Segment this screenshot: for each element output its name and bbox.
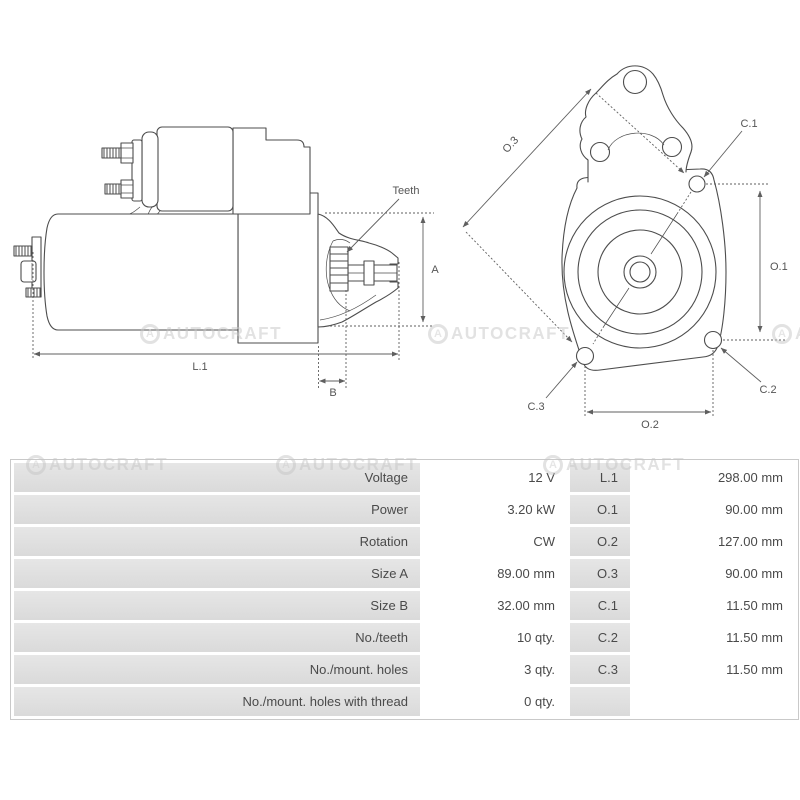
spec-table-container: Voltage 12 V L.1 298.00 mm Power 3.20 kW… xyxy=(10,459,799,720)
table-row: Voltage 12 V L.1 298.00 mm xyxy=(14,463,795,492)
bell-inner-arc xyxy=(607,132,665,151)
shaft-spline xyxy=(363,260,375,286)
dim-key: O.1 xyxy=(570,495,630,524)
spec-label: Power xyxy=(14,495,420,524)
label-c3: C.3 xyxy=(527,401,544,413)
label-size-b: B xyxy=(329,387,336,399)
housing-block xyxy=(237,192,319,344)
terminal-stud-top xyxy=(101,147,122,159)
dim-value: 11.50 mm xyxy=(633,655,795,684)
table-row: Power 3.20 kW O.1 90.00 mm xyxy=(14,495,795,524)
leader-c1 xyxy=(703,130,743,178)
spec-label: No./teeth xyxy=(14,623,420,652)
shaft-hub-outer xyxy=(623,255,657,289)
dim-value: 90.00 mm xyxy=(633,495,795,524)
rubber-cap xyxy=(20,260,37,283)
teeth-leader-line xyxy=(346,198,400,253)
motor-body xyxy=(43,213,239,331)
pinion-teeth-hatch xyxy=(330,253,348,284)
pinion-gear xyxy=(329,246,349,292)
side-view-drawing: A Teeth L.1 B xyxy=(13,126,439,399)
bell-right-hole xyxy=(661,136,683,158)
terminal-nut-bottom xyxy=(120,179,134,199)
spec-value: CW xyxy=(423,527,567,556)
table-row: No./mount. holes with thread 0 qty. xyxy=(14,687,795,716)
spec-table: Voltage 12 V L.1 298.00 mm Power 3.20 kW… xyxy=(10,459,799,720)
dim-line-o3 xyxy=(462,88,592,228)
spec-value: 89.00 mm xyxy=(423,559,567,588)
solenoid-cylinder xyxy=(156,126,234,212)
bell-left-hole xyxy=(589,141,611,163)
solenoid-cap xyxy=(141,131,159,208)
label-o1: O.1 xyxy=(770,261,788,273)
threaded-stud-top xyxy=(13,245,33,257)
dim-key: C.3 xyxy=(570,655,630,684)
mount-hole-c2 xyxy=(703,330,723,350)
terminal-nut-top xyxy=(120,142,134,164)
spec-label: Rotation xyxy=(14,527,420,556)
spec-value: 3 qty. xyxy=(423,655,567,684)
spec-label: Voltage xyxy=(14,463,420,492)
mounting-flange xyxy=(561,168,727,371)
spec-value: 0 qty. xyxy=(423,687,567,716)
dim-key: O.2 xyxy=(570,527,630,556)
label-o3: O.3 xyxy=(500,134,521,155)
label-teeth: Teeth xyxy=(393,185,420,197)
spec-label: Size B xyxy=(14,591,420,620)
dim-key: C.2 xyxy=(570,623,630,652)
label-l1: L.1 xyxy=(192,361,207,373)
spec-value: 32.00 mm xyxy=(423,591,567,620)
technical-drawing: A Teeth L.1 B xyxy=(13,65,788,431)
bell-top-boss-hole xyxy=(622,69,648,95)
bearing-circle-inner xyxy=(597,229,683,315)
solenoid-cap-flange xyxy=(131,139,143,202)
dim-key: L.1 xyxy=(570,463,630,492)
spec-value: 3.20 kW xyxy=(423,495,567,524)
yoke xyxy=(232,127,311,215)
mount-hole-c3 xyxy=(575,346,595,366)
dim-value: 298.00 mm xyxy=(633,463,795,492)
spec-value: 10 qty. xyxy=(423,623,567,652)
dim-value: 90.00 mm xyxy=(633,559,795,588)
dim-value: 11.50 mm xyxy=(633,623,795,652)
hole-axis-line xyxy=(603,213,678,327)
table-row: No./mount. holes 3 qty. C.3 11.50 mm xyxy=(14,655,795,684)
spec-label: No./mount. holes xyxy=(14,655,420,684)
spec-value: 12 V xyxy=(423,463,567,492)
lever-pocket xyxy=(325,239,351,312)
dim-value: 127.00 mm xyxy=(633,527,795,556)
dim-key: O.3 xyxy=(570,559,630,588)
bell-inner-curve xyxy=(319,294,377,321)
dim-value xyxy=(633,687,795,716)
table-row: Size B 32.00 mm C.1 11.50 mm xyxy=(14,591,795,620)
bearing-circle-outer xyxy=(563,195,717,349)
dim-value: 11.50 mm xyxy=(633,591,795,620)
table-row: Size A 89.00 mm O.3 90.00 mm xyxy=(14,559,795,588)
label-size-a: A xyxy=(431,264,439,276)
spec-label: No./mount. holes with thread xyxy=(14,687,420,716)
solenoid-bracket xyxy=(127,206,161,215)
dim-key: C.1 xyxy=(570,591,630,620)
front-view-drawing: O.3 O.1 O.2 C.1 C.2 C.3 xyxy=(462,65,788,431)
bearing-circle-mid xyxy=(577,209,703,335)
leader-c2 xyxy=(720,347,762,383)
dim-key xyxy=(570,687,630,716)
label-c2: C.2 xyxy=(759,384,776,396)
table-row: No./teeth 10 qty. C.2 11.50 mm xyxy=(14,623,795,652)
leader-c3 xyxy=(545,361,578,399)
table-row: Rotation CW O.2 127.00 mm xyxy=(14,527,795,556)
spec-label: Size A xyxy=(14,559,420,588)
label-o2: O.2 xyxy=(641,419,659,431)
label-c1: C.1 xyxy=(740,118,757,130)
shaft-hub-inner xyxy=(629,261,651,283)
mount-hole-c1 xyxy=(688,175,706,193)
